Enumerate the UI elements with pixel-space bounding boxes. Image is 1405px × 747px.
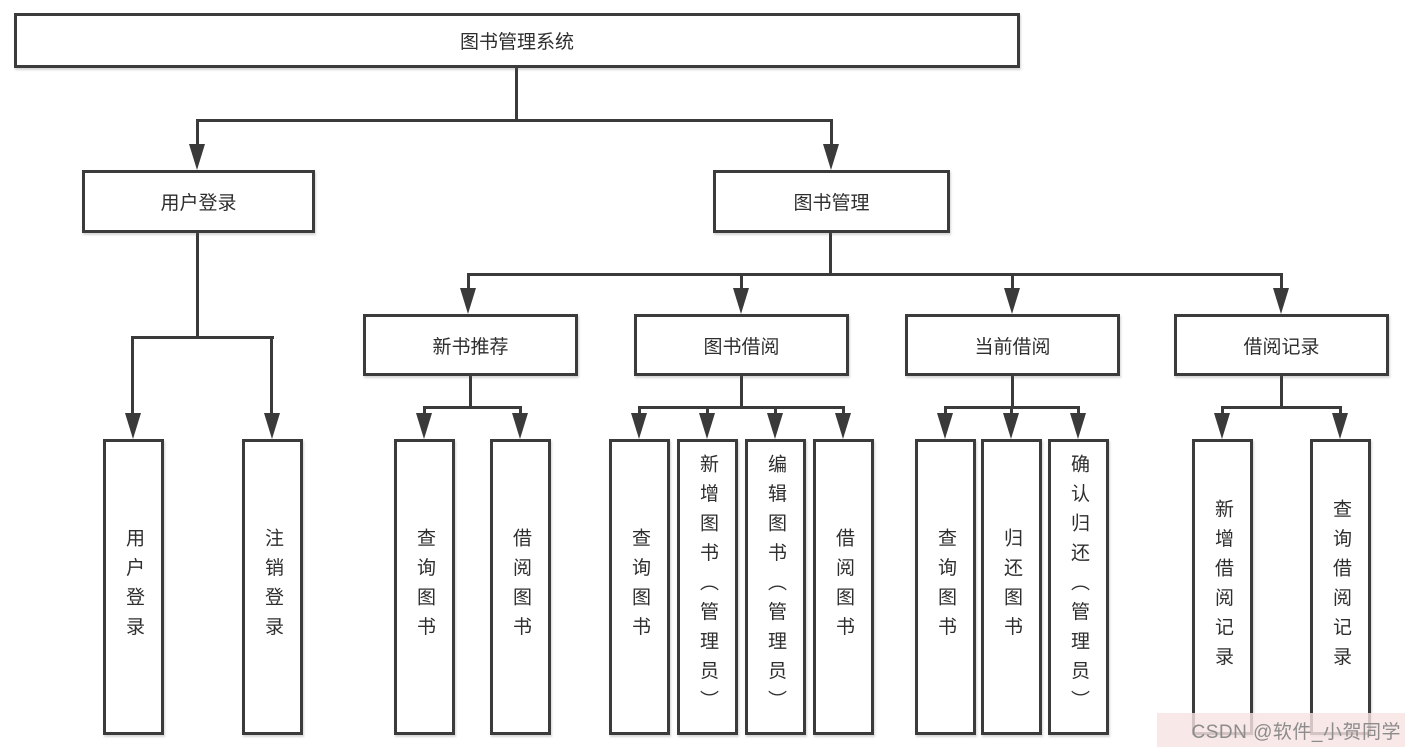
arrowhead-down-icon [512,413,528,439]
node-label: 查询图书 [414,528,435,646]
connector-line [1280,376,1283,408]
connector-line [515,68,518,121]
node-label: 归还图书 [1001,528,1022,646]
connector-line [638,406,641,415]
node-label: 用户登录 [123,528,144,646]
connector-line [829,233,832,275]
leaf-query-books-recommend: 查询图书 [394,439,455,735]
connector-line [1011,376,1014,408]
arrowhead-down-icon [823,144,839,170]
arrowhead-down-icon [189,144,205,170]
connector-line [740,273,743,290]
leaf-user-login: 用户登录 [103,439,164,735]
arrowhead-down-icon [767,413,783,439]
node-label: 查询图书 [629,528,650,646]
node-library-management-system: 图书管理系统 [14,13,1020,68]
leaf-return-book: 归还图书 [981,439,1042,735]
connector-line [1010,406,1013,415]
node-label: 查询图书 [935,528,956,646]
leaf-add-book-admin: 新增图书（管理员） [677,439,738,735]
arrowhead-down-icon [733,288,749,314]
connector-line [1280,273,1283,290]
connector-line [467,273,1283,276]
arrowhead-down-icon [1070,413,1086,439]
watermark-text: CSDN @软件_小贺同学 [1191,721,1401,743]
node-label: 图书管理系统 [459,32,574,53]
node-label: 查询借阅记录 [1330,498,1351,676]
connector-line [842,406,845,415]
node-borrowing-records: 借阅记录 [1174,314,1389,376]
node-new-book-recommendation: 新书推荐 [363,314,578,376]
arrowhead-down-icon [125,413,141,439]
connector-line [196,119,199,146]
connector-line [131,336,274,339]
arrowhead-down-icon [1004,288,1020,314]
arrowhead-down-icon [264,413,280,439]
connector-line [830,119,833,146]
node-label: 图书管理 [793,193,870,214]
csdn-watermark: CSDN @软件_小贺同学 [1157,713,1405,747]
leaf-borrow-books-borrowing: 借阅图书 [813,439,874,735]
arrowhead-down-icon [1003,413,1019,439]
node-label: 新增图书（管理员） [697,454,718,720]
connector-line [1077,406,1080,415]
connector-line [944,406,947,415]
arrowhead-down-icon [631,413,647,439]
arrowhead-down-icon [460,288,476,314]
leaf-logout: 注销登录 [242,439,303,735]
connector-line [1221,406,1224,415]
node-label: 注销登录 [262,528,283,646]
connector-line [1221,406,1342,409]
connector-line [706,406,709,415]
connector-line [519,406,522,415]
connector-line [196,233,199,338]
arrowhead-down-icon [1273,288,1289,314]
leaf-query-books-current: 查询图书 [915,439,976,735]
node-current-borrowing: 当前借阅 [905,314,1120,376]
node-user-login: 用户登录 [82,170,315,233]
connector-line [196,119,833,122]
arrowhead-down-icon [1332,413,1348,439]
node-label: 借阅图书 [833,528,854,646]
connector-line [423,406,426,415]
node-label: 新增借阅记录 [1212,498,1233,676]
leaf-edit-book-admin: 编辑图书（管理员） [745,439,806,735]
connector-line [638,406,845,409]
arrowhead-down-icon [835,413,851,439]
connector-line [423,406,522,409]
connector-line [270,336,273,415]
node-label: 用户登录 [160,193,237,214]
leaf-confirm-return-admin: 确认归还（管理员） [1048,439,1109,735]
node-book-borrowing: 图书借阅 [634,314,849,376]
node-label: 确认归还（管理员） [1068,454,1089,720]
connector-line [740,376,743,408]
leaf-borrow-books-recommend: 借阅图书 [490,439,551,735]
arrowhead-down-icon [416,413,432,439]
node-label: 图书借阅 [703,336,780,358]
node-label: 借阅记录 [1243,336,1320,358]
arrowhead-down-icon [1214,413,1230,439]
leaf-add-borrow-record: 新增借阅记录 [1192,439,1253,735]
connector-line [467,273,470,290]
leaf-query-borrow-record: 查询借阅记录 [1310,439,1371,735]
arrowhead-down-icon [699,413,715,439]
leaf-query-books-borrowing: 查询图书 [609,439,670,735]
node-label: 编辑图书（管理员） [765,454,786,720]
connector-line [469,376,472,408]
node-label: 借阅图书 [510,528,531,646]
connector-line [1339,406,1342,415]
connector-line [774,406,777,415]
node-label: 新书推荐 [432,336,509,358]
node-label: 当前借阅 [974,336,1051,358]
arrowhead-down-icon [937,413,953,439]
connector-line [1011,273,1014,290]
connector-line [131,336,134,415]
node-book-management: 图书管理 [713,170,950,233]
